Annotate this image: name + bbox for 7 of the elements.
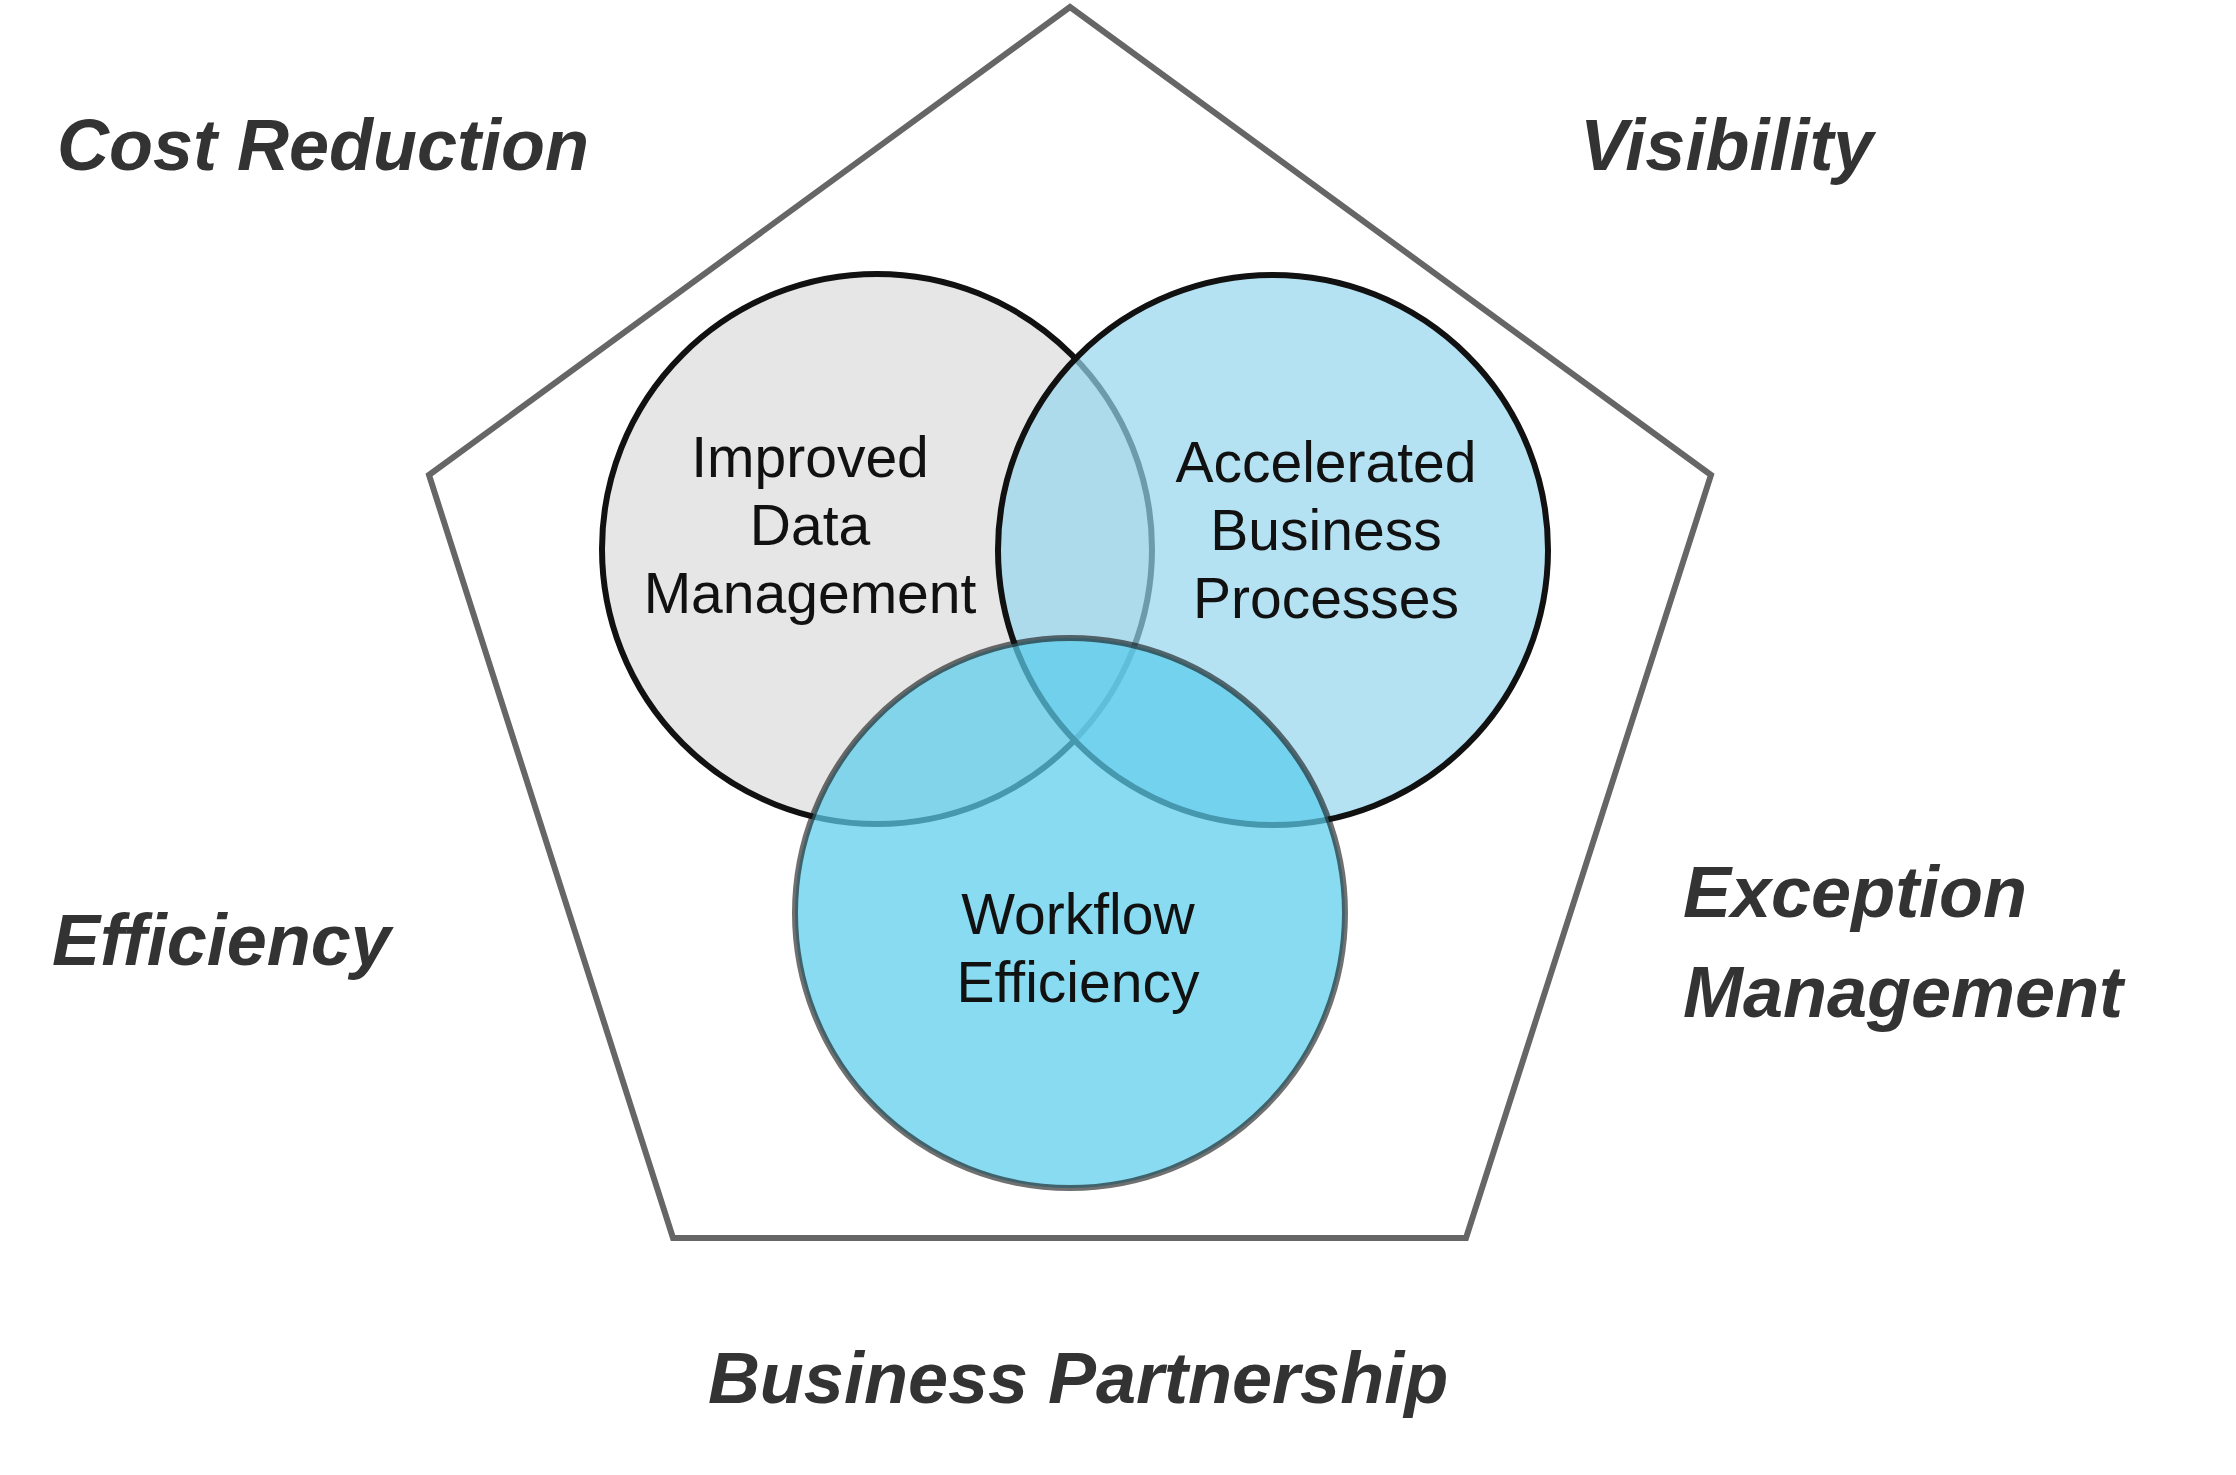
circle-label: Accelerated Business Processes: [1174, 429, 1478, 632]
circle-label: Improved Data Management: [642, 424, 978, 627]
benefit-label: Visibility: [1580, 104, 1874, 187]
circle-label: Workflow Efficiency: [955, 881, 1201, 1016]
benefit-label: Business Partnership: [707, 1337, 1449, 1420]
benefit-label: Cost Reduction: [57, 104, 589, 187]
benefit-label: Exception Management: [1683, 851, 2127, 1034]
